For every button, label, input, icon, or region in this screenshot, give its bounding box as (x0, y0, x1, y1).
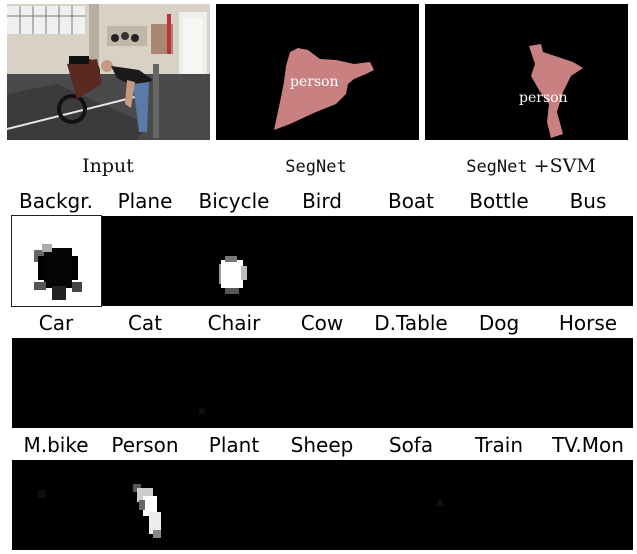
sofa-faint-activation (436, 500, 443, 506)
segnet-svm-person-mask (529, 44, 583, 138)
class-label-boat: Boat (387, 189, 435, 213)
segnet-svm-output: person (425, 4, 628, 140)
heatmap-person (101, 460, 190, 550)
class-label-sofa: Sofa (388, 433, 434, 457)
class-label-dining-table: D.Table (374, 311, 448, 335)
heatmap-bottle (456, 216, 545, 306)
caption-segnet-svm-suffix: +SVM (533, 155, 596, 177)
class-label-cat: Cat (127, 311, 163, 335)
class-label-plane: Plane (117, 189, 173, 213)
class-label-train: Train (475, 433, 523, 457)
class-heatmap-row-3 (12, 460, 633, 550)
heatmap-chair (189, 338, 278, 428)
class-label-bus: Bus (569, 189, 607, 213)
heatmap-plane (101, 216, 190, 306)
person-activation-blob (132, 484, 161, 538)
class-label-background: Backgr. (19, 189, 93, 213)
heatmap-background (11, 215, 102, 307)
segnet-overlay-label: person (290, 74, 339, 90)
segnet-svm-overlay-label: person (519, 90, 568, 106)
class-label-tv-monitor: TV.Mon (552, 433, 624, 457)
class-label-horse: Horse (558, 311, 618, 335)
heatmap-motorbike (12, 460, 101, 550)
class-label-cow: Cow (300, 311, 344, 335)
caption-segnet: SegNet (285, 157, 347, 177)
heatmap-train (456, 460, 545, 550)
motorbike-faint-activation (38, 490, 46, 498)
segnet-person-mask (274, 48, 374, 130)
caption-segnet-svm: SegNet +SVM (446, 155, 616, 177)
person-mask-shape (529, 44, 583, 138)
heatmap-boat (367, 216, 456, 306)
class-label-motorbike: M.bike (23, 433, 89, 457)
input-photo (7, 4, 210, 140)
background-low-activation-blob (34, 244, 82, 300)
heatmap-dining-table (367, 338, 456, 428)
heatmap-bicycle (189, 216, 278, 306)
caption-input: Input (82, 155, 134, 177)
class-label-plant: Plant (208, 433, 260, 457)
bicycle-activation-blob (219, 256, 248, 294)
class-label-chair: Chair (207, 311, 261, 335)
chair-faint-activation (199, 408, 206, 414)
class-label-sheep: Sheep (290, 433, 354, 457)
class-label-bicycle: Bicycle (198, 189, 270, 213)
heatmap-car (12, 338, 101, 428)
segnet-output: person (216, 4, 419, 140)
class-label-bottle: Bottle (469, 189, 529, 213)
class-heatmap-row-1 (11, 215, 633, 307)
heatmap-dog (456, 338, 545, 428)
class-label-bird: Bird (302, 189, 342, 213)
caption-segnet-svm-name: SegNet (466, 157, 528, 177)
heatmap-horse (544, 338, 633, 428)
heatmap-plant (189, 460, 278, 550)
person-mask-shape (274, 48, 374, 130)
class-label-car: Car (38, 311, 74, 335)
input-photo-image (7, 4, 210, 140)
class-label-dog: Dog (478, 311, 520, 335)
heatmap-cow (278, 338, 367, 428)
heatmap-cat (101, 338, 190, 428)
heatmap-bird (278, 216, 367, 306)
class-label-person: Person (111, 433, 179, 457)
class-heatmap-row-2 (12, 338, 633, 428)
heatmap-tv-monitor (544, 460, 633, 550)
heatmap-sheep (278, 460, 367, 550)
heatmap-bus (544, 216, 633, 306)
heatmap-sofa (367, 460, 456, 550)
